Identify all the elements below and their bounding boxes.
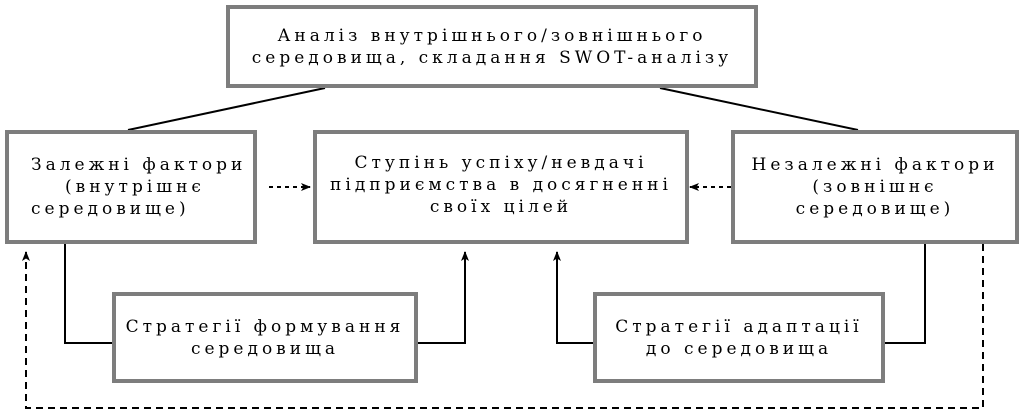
right-box-line-2: (зовнішнє <box>812 177 938 197</box>
bottom-left-box-line-2: середовища <box>190 338 340 359</box>
top-box-line-1: Аналіз внутрішнього/зовнішнього <box>277 25 707 46</box>
right-box-independent-factors: Незалежні фактори (зовнішнє середовище) <box>731 130 1019 244</box>
right-box-line-1: Незалежні фактори <box>751 155 999 175</box>
connector-top-right <box>659 87 859 131</box>
center-box-line-3: своїх цілей <box>429 197 573 217</box>
bottom-right-box-line-2: до середовища <box>645 338 833 359</box>
left-box-line-2: (внутрішнє <box>65 177 205 197</box>
connector-right-to-strategy <box>883 244 926 344</box>
left-box-line-3: середовище) <box>31 199 190 219</box>
top-box-analysis: Аналіз внутрішнього/зовнішнього середови… <box>226 5 758 88</box>
top-box-line-2: середовища, складання SWOT-аналізу <box>251 47 733 68</box>
left-box-dependent-factors: Залежні фактори (внутрішнє середовище) <box>5 130 257 244</box>
bottom-right-box-line-1: Стратегії адаптації <box>615 316 863 337</box>
connector-top-left <box>127 87 326 131</box>
center-box-success-degree: Ступінь успіху/невдачі підприємства в до… <box>313 130 689 244</box>
right-box-line-3: середовище) <box>795 199 955 219</box>
left-box-line-1: Залежні фактори <box>31 155 247 175</box>
bottom-left-box-line-1: Стратегії формування <box>125 316 405 337</box>
connector-left-to-strategy <box>64 244 114 344</box>
center-box-line-1: Ступінь успіху/невдачі <box>354 153 648 173</box>
bottom-right-box-adaptation-strategies: Стратегії адаптації до середовища <box>593 292 885 383</box>
arrow-strategy-left-to-center <box>416 251 469 344</box>
feedback-loop-dashed <box>22 244 984 409</box>
center-box-line-2: підприємства в досягненні <box>330 175 672 195</box>
bottom-left-box-formation-strategies: Стратегії формування середовища <box>112 292 418 383</box>
arrow-strategy-right-to-center <box>553 251 595 344</box>
